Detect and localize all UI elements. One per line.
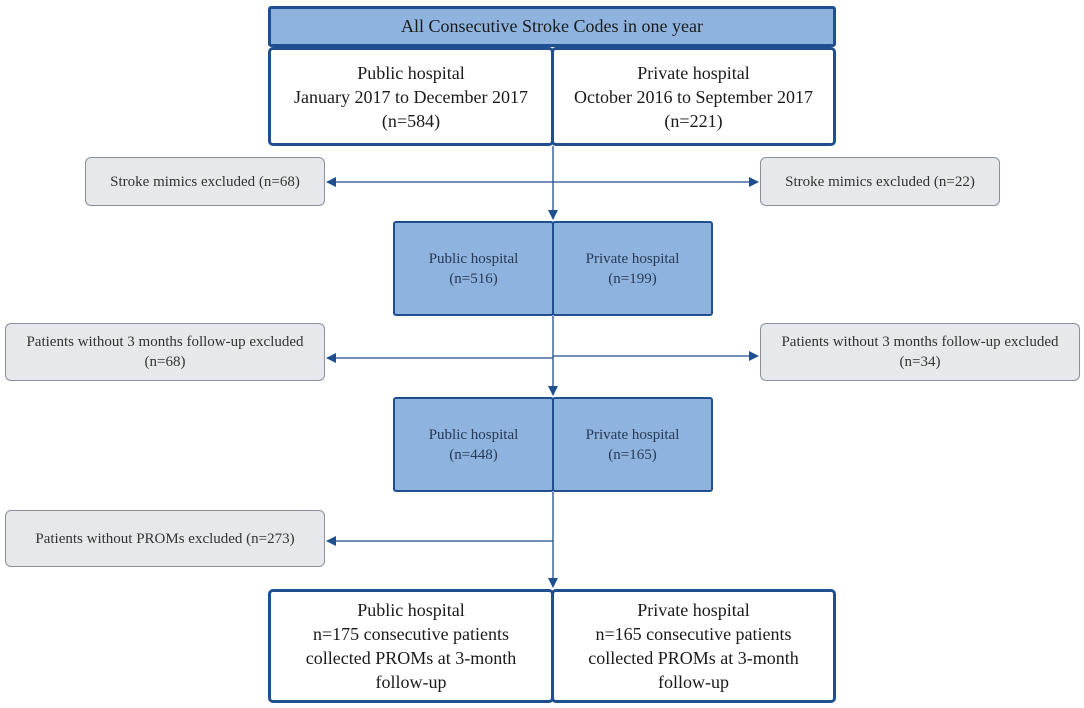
public-no-followup-text: Patients without 3 months follow-up excl…: [26, 334, 304, 350]
public-no-proms-text: Patients without PROMs excluded (n=273): [35, 530, 295, 547]
private-hospital-name: Private hospital: [637, 62, 750, 83]
private-final-followup: follow-up: [658, 672, 729, 692]
private-no-followup-excluded-box: Patients without 3 months follow-up excl…: [760, 323, 1080, 381]
public-mimics-excluded-box: Stroke mimics excluded (n=68): [85, 157, 325, 206]
private-final-desc: collected PROMs at 3-month: [588, 648, 799, 668]
public-final-count: n=175 consecutive patients: [312, 624, 510, 644]
public-hospital-count: (n=448): [449, 446, 498, 463]
public-no-followup-excluded-box: Patients without 3 months follow-up excl…: [5, 323, 325, 381]
public-hospital-with-followup-box: Public hospital (n=448): [393, 397, 554, 492]
public-hospital-after-mimics-box: Public hospital (n=516): [393, 221, 554, 316]
public-hospital-final-box: Public hospital n=175 consecutive patien…: [268, 589, 554, 703]
public-final-followup: follow-up: [375, 672, 447, 692]
private-hospital-total-box: Private hospital October 2016 to Septemb…: [551, 47, 836, 146]
private-mimics-excluded-box: Stroke mimics excluded (n=22): [760, 157, 1000, 206]
private-final-name: Private hospital: [637, 600, 750, 620]
private-hospital-name: Private hospital: [585, 426, 680, 443]
public-no-followup-count: (n=68): [144, 354, 186, 370]
public-no-proms-excluded-box: Patients without PROMs excluded (n=273): [5, 510, 325, 567]
private-hospital-count: (n=199): [608, 270, 657, 287]
public-hospital-period: January 2017 to December 2017: [294, 86, 528, 107]
public-hospital-count: (n=516): [449, 270, 498, 287]
header-box: All Consecutive Stroke Codes in one year: [268, 6, 836, 47]
private-hospital-final-box: Private hospital n=165 consecutive patie…: [551, 589, 836, 703]
private-hospital-count: (n=165): [608, 446, 657, 463]
private-hospital-count: (n=221): [664, 110, 723, 131]
private-hospital-with-followup-box: Private hospital (n=165): [552, 397, 713, 492]
private-no-followup-text: Patients without 3 months follow-up excl…: [781, 334, 1059, 350]
public-hospital-name: Public hospital: [428, 250, 519, 267]
private-no-followup-count: (n=34): [899, 354, 941, 370]
public-final-desc: collected PROMs at 3-month: [305, 648, 517, 668]
public-hospital-count: (n=584): [381, 110, 441, 131]
public-hospital-total-box: Public hospital January 2017 to December…: [268, 47, 554, 146]
public-final-name: Public hospital: [357, 600, 465, 620]
private-hospital-name: Private hospital: [585, 250, 680, 267]
public-hospital-name: Public hospital: [428, 426, 519, 443]
private-mimics-excluded-text: Stroke mimics excluded (n=22): [785, 173, 975, 190]
public-hospital-name: Public hospital: [357, 62, 465, 83]
private-hospital-period: October 2016 to September 2017: [574, 86, 813, 107]
private-hospital-after-mimics-box: Private hospital (n=199): [552, 221, 713, 316]
header-title: All Consecutive Stroke Codes in one year: [401, 16, 703, 36]
private-final-count: n=165 consecutive patients: [595, 624, 792, 644]
public-mimics-excluded-text: Stroke mimics excluded (n=68): [110, 173, 300, 190]
